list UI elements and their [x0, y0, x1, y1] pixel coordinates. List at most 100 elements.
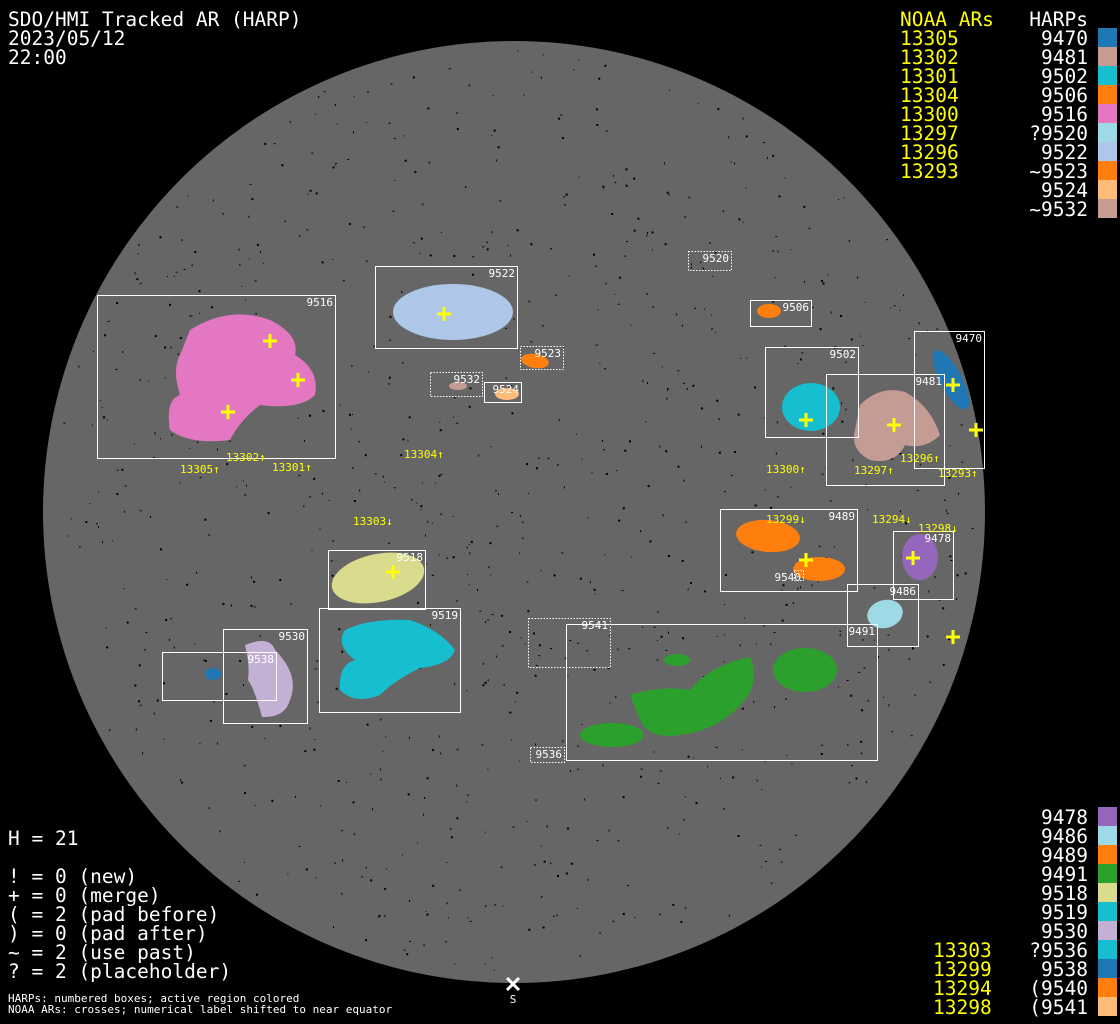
speckle	[459, 889, 462, 891]
harp-box-9506[interactable]: 9506	[750, 300, 812, 327]
speckle	[335, 162, 338, 164]
speckle	[678, 833, 680, 835]
speckle	[534, 864, 536, 866]
harp-box-9502[interactable]: 9502	[765, 347, 859, 438]
speckle	[426, 913, 429, 916]
speckle	[603, 449, 605, 451]
harp-box-9523[interactable]: 9523	[520, 346, 564, 370]
legend-swatch	[1098, 142, 1117, 161]
harp-box-9524[interactable]: 9524	[484, 382, 522, 403]
speckle	[562, 347, 564, 349]
harp-box-9522[interactable]: 9522	[375, 266, 518, 349]
speckle	[502, 905, 504, 907]
harp-box-9470[interactable]: 9470	[914, 331, 985, 469]
speckle	[494, 904, 497, 906]
harp-box-9540[interactable]: 9540	[775, 570, 804, 585]
legend-swatch	[1098, 85, 1117, 104]
harp-box-9518[interactable]: 9518	[328, 550, 426, 610]
speckle	[408, 416, 411, 419]
speckle	[348, 223, 351, 225]
speckle	[716, 399, 719, 402]
speckle	[631, 556, 633, 558]
harp-label: 9523	[535, 347, 562, 360]
harp-box-9481[interactable]: 9481	[826, 374, 945, 486]
noaa-label: 13303↓	[353, 515, 393, 528]
speckle	[865, 781, 867, 784]
speckle	[682, 637, 685, 640]
speckle	[254, 805, 256, 806]
speckle	[452, 516, 454, 518]
speckle	[745, 135, 748, 138]
speckle	[309, 496, 312, 498]
noaa-crosses	[221, 307, 983, 644]
harp-box-9478[interactable]: 9478	[893, 531, 954, 600]
speckle	[249, 183, 252, 185]
speckle	[137, 253, 139, 255]
speckle	[409, 900, 410, 903]
harp-box-9519[interactable]: 9519	[319, 608, 461, 713]
speckle	[171, 433, 173, 436]
title: SDO/HMI Tracked AR (HARP)	[8, 8, 302, 31]
speckle	[416, 502, 418, 504]
harp-box-9536[interactable]: 9536	[530, 747, 565, 763]
speckle	[883, 696, 885, 698]
legend-swatch	[1098, 104, 1117, 123]
speckle	[684, 907, 687, 909]
speckle	[78, 365, 80, 368]
speckle	[766, 157, 768, 160]
speckle	[576, 642, 579, 644]
box-outline	[375, 266, 518, 349]
harp-box-9538[interactable]: 9538	[162, 652, 277, 701]
speckle	[500, 866, 503, 868]
harp-box-9491[interactable]: 9491	[566, 624, 878, 761]
speckle	[860, 335, 862, 337]
speckle	[848, 239, 850, 242]
speckle	[470, 540, 473, 543]
speckle	[682, 819, 685, 821]
legend-harp-9506: 9506	[1041, 84, 1088, 107]
harp-box-9520[interactable]: 9520	[688, 251, 732, 271]
speckle	[91, 424, 93, 426]
speckle	[711, 314, 713, 316]
harp-box-9489[interactable]: 9489	[720, 509, 858, 592]
speckle	[422, 482, 423, 484]
noaa-cross-icon	[799, 553, 813, 567]
speckle	[640, 768, 643, 770]
speckle	[609, 702, 611, 704]
speckle	[425, 534, 426, 537]
speckle	[469, 552, 471, 555]
legend-harp-9486: 9486	[1041, 825, 1088, 848]
speckle	[971, 528, 974, 530]
speckle	[514, 701, 516, 703]
speckle	[543, 860, 546, 863]
speckle	[591, 472, 593, 474]
speckle	[116, 493, 119, 496]
speckle	[489, 542, 492, 545]
harp-label: 9491	[849, 625, 876, 638]
speckle	[948, 638, 951, 641]
speckle	[523, 94, 525, 96]
speckle	[903, 294, 905, 297]
harp-box-9516[interactable]: 9516	[97, 295, 336, 459]
harp-box-9532[interactable]: 9532	[430, 372, 483, 397]
harp-box-9486[interactable]: 9486	[847, 584, 919, 647]
harp-box-9530[interactable]: 9530	[223, 629, 308, 724]
harp-box-9541[interactable]: 9541	[528, 618, 611, 668]
speckle	[668, 555, 670, 557]
speckle	[633, 229, 636, 232]
legend-harp-9524: 9524	[1041, 179, 1088, 202]
speckle	[486, 241, 489, 243]
speckle	[255, 312, 257, 315]
speckle	[742, 117, 744, 120]
legend-harp-?9536: ?9536	[1029, 939, 1088, 962]
speckle	[808, 227, 811, 229]
speckle	[563, 486, 565, 489]
legend-noaa-13303: 13303	[933, 939, 992, 962]
speckle	[392, 210, 395, 212]
speckle	[926, 635, 929, 638]
speckle	[612, 920, 615, 922]
speckle	[777, 496, 779, 498]
speckle	[886, 239, 888, 241]
speckle	[388, 122, 391, 124]
